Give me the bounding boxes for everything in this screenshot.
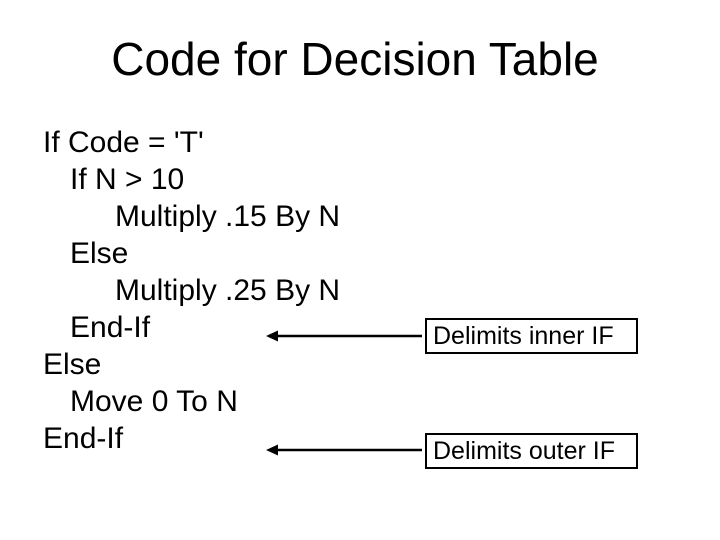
code-line-else-inner: Else — [70, 237, 129, 270]
code-line-if-code: If Code = 'T' — [43, 126, 204, 159]
code-line-multiply-15: Multiply .15 By N — [115, 200, 341, 233]
code-line-end-if-outer: End-If — [43, 422, 124, 455]
callout-outer-label: Delimits outer IF — [433, 436, 615, 465]
code-line-multiply-25: Multiply .25 By N — [115, 274, 341, 307]
code-line-else-outer: Else — [43, 348, 102, 381]
outer-if-arrow — [266, 444, 422, 456]
callout-inner-label: Delimits inner IF — [433, 321, 614, 350]
callout-delimits-outer-if: Delimits outer IF — [425, 433, 638, 469]
callout-delimits-inner-if: Delimits inner IF — [425, 318, 638, 354]
code-line-if-n: If N > 10 — [70, 163, 185, 196]
code-line-end-if-inner: End-If — [70, 311, 151, 344]
inner-if-arrow — [266, 330, 422, 342]
code-line-move: Move 0 To N — [70, 385, 238, 418]
slide-title: Code for Decision Table — [111, 33, 599, 85]
